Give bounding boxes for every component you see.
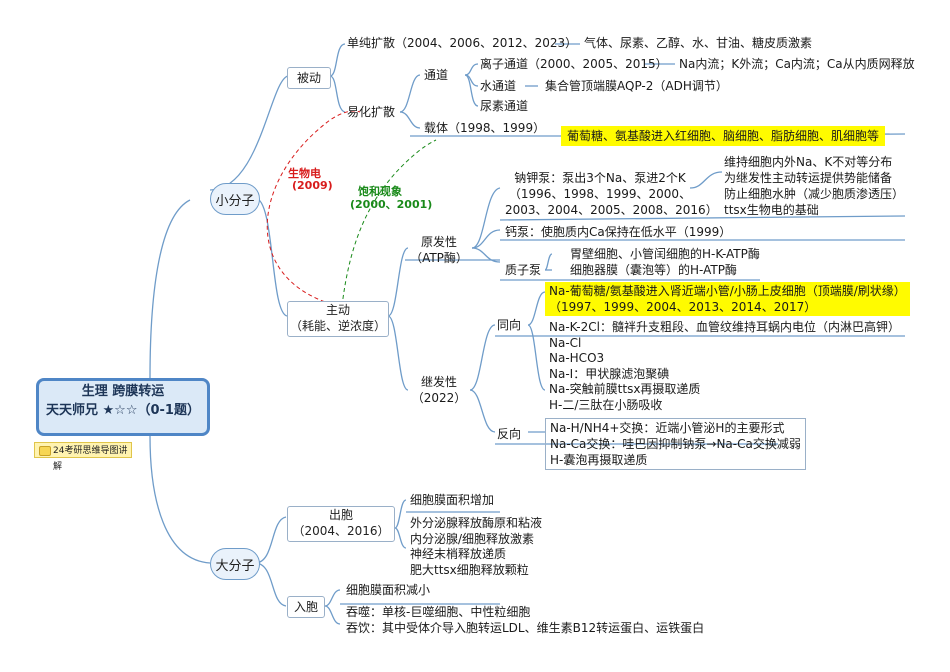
active-node: 主动 （耗能、逆浓度） <box>287 301 389 337</box>
endocytosis-item: 吞饮：其中受体介导入胞转运LDL、维生素B12转运蛋白、运铁蛋白 <box>346 621 705 635</box>
primary-label: 原发性 <box>420 235 457 249</box>
water-channel: 水通道 <box>480 79 517 93</box>
active-sublabel: （耗能、逆浓度） <box>289 319 386 333</box>
passive-node: 被动 <box>287 67 331 89</box>
small-molecule-node: 小分子 <box>210 183 260 215</box>
symport-item: Na-HCO3 <box>549 351 605 366</box>
symport-item: Na-Cl <box>549 335 582 350</box>
exocytosis-items: 外分泌腺释放酶原和粘液 内分泌腺/细胞释放激素 神经末梢释放递质 肥大ttsx细… <box>410 516 542 578</box>
saturation-annotation: 饱和现象 <box>358 185 402 198</box>
calcium-pump: 钙泵：使胞质内Ca保持在低水平（1999） <box>505 225 732 239</box>
large-molecule-node: 大分子 <box>210 548 260 580</box>
nak-effect: ttsx生物电的基础 <box>724 203 819 217</box>
symport-label: 同向 <box>497 318 522 332</box>
simple-diffusion: 单纯扩散（2004、2006、2012、2023） <box>347 36 578 50</box>
symport-item: Na-K-2Cl：髓袢升支粗段、血管纹维持耳蜗内电位（内淋巴高钾） <box>549 320 900 334</box>
antiport-item: Na-H/NH4+交换：近端小管泌H的主要形式 <box>550 421 785 435</box>
bioelectric-year: (2009) <box>292 179 333 192</box>
water-channel-items: 集合管顶端膜AQP-2（ADH调节） <box>545 79 728 93</box>
exocytosis-item: 神经末梢释放递质 <box>410 547 507 561</box>
exocytosis-item: 外分泌腺释放酶原和粘液 <box>410 516 543 530</box>
proton-pump-items: 胃壁细胞、小管闰细胞的H-K-ATP酶 细胞器膜（囊泡等）的H-ATP酶 <box>570 246 760 278</box>
symport-item: H-二/三肽在小肠吸收 <box>549 397 663 412</box>
nak-pump-line: （1996、1998、1999、2000、 <box>508 187 692 201</box>
exocytosis-years: （2004、2016） <box>292 524 390 538</box>
exocytosis-label: 出胞 <box>328 508 353 522</box>
antiport-item: Na-Ca交换：哇巴因抑制钠泵→Na-Ca交换减弱 <box>550 437 801 451</box>
carrier-label: 载体（1998、1999） <box>424 121 546 135</box>
endocytosis-node: 入胞 <box>287 596 325 618</box>
nak-effect: 为继发性主动转运提供势能储备 <box>724 171 893 185</box>
root-subtitle: 天天师兄 ★☆☆（0-1题） <box>46 403 200 418</box>
exocytosis-item: 肥大ttsx细胞释放颗粒 <box>410 562 529 577</box>
caption-tag: 24考研思维导图讲解 <box>34 442 132 472</box>
secondary-active: 继发性 （2022） <box>409 374 469 406</box>
symport-item: Na-I：甲状腺滤泡聚碘 <box>549 366 670 381</box>
nak-pump-line: 2003、2004、2005、2008、2016） <box>505 203 718 217</box>
ion-channel: 离子通道（2000、2005、2015） <box>480 57 668 71</box>
symport-highlight: Na-葡萄糖/氨基酸进入肾近端小管/小肠上皮细胞（顶端膜/刷状缘） （1997、… <box>545 282 910 316</box>
channel-label: 通道 <box>424 68 449 82</box>
ion-channel-items: Na内流；K外流；Ca内流；Ca从内质网释放 <box>679 57 915 71</box>
facilitated-diffusion: 易化扩散 <box>347 105 396 119</box>
antiport-label: 反向 <box>497 427 522 441</box>
secondary-sublabel: （2022） <box>411 391 467 405</box>
primary-active: 原发性 （ATP酶） <box>409 234 469 266</box>
antiport-item: H-囊泡再摄取递质 <box>550 453 648 467</box>
saturation-year: (2000、2001) <box>350 198 433 211</box>
antiport-items: Na-H/NH4+交换：近端小管泌H的主要形式 Na-Ca交换：哇巴因抑制钠泵→… <box>545 418 806 470</box>
proton-pump: 质子泵 <box>505 263 542 277</box>
symport-item: Na-突触前膜ttsx再摄取递质 <box>549 382 701 397</box>
symport-items: Na-K-2Cl：髓袢升支粗段、血管纹维持耳蜗内电位（内淋巴高钾） Na-Cl … <box>549 320 900 414</box>
exocytosis-node: 出胞 （2004、2016） <box>287 506 395 542</box>
endocytosis-title: 细胞膜面积减小 <box>346 583 431 597</box>
exocytosis-title: 细胞膜面积增加 <box>410 493 495 507</box>
active-label: 主动 <box>325 303 350 317</box>
note-icon <box>39 446 51 456</box>
symport-highlight-line: （1997、1999、2004、2013、2014、2017） <box>549 300 817 314</box>
secondary-label: 继发性 <box>420 375 457 389</box>
endocytosis-item: 吞噬：单核-巨噬细胞、中性粒细胞 <box>346 605 531 619</box>
exocytosis-item: 内分泌腺/细胞释放激素 <box>410 531 535 546</box>
nak-effects: 维持细胞内外Na、K不对等分布 为继发性主动转运提供势能储备 防止细胞水肿（减少… <box>724 154 904 218</box>
proton-item: 细胞器膜（囊泡等）的H-ATP酶 <box>570 263 737 277</box>
proton-item: 胃壁细胞、小管闰细胞的H-K-ATP酶 <box>570 247 760 261</box>
bioelectric-annotation: 生物电 <box>288 167 321 180</box>
urea-channel: 尿素通道 <box>480 99 529 113</box>
symport-highlight-line: Na-葡萄糖/氨基酸进入肾近端小管/小肠上皮细胞（顶端膜/刷状缘） <box>549 284 906 298</box>
caption-tag-text: 24考研思维导图讲解 <box>53 446 128 472</box>
nak-effect: 防止细胞水肿（减少胞质渗透压） <box>724 187 905 201</box>
nak-pump-line: 钠钾泵：泵出3个Na、泵进2个K <box>514 171 686 185</box>
carrier-items: 葡萄糖、氨基酸进入红细胞、脑细胞、脂肪细胞、肌细胞等 <box>561 126 886 146</box>
endocytosis-items: 吞噬：单核-巨噬细胞、中性粒细胞 吞饮：其中受体介导入胞转运LDL、维生素B12… <box>346 604 704 636</box>
simple-diffusion-items: 气体、尿素、乙醇、水、甘油、糖皮质激素 <box>584 36 813 50</box>
nak-effect: 维持细胞内外Na、K不对等分布 <box>724 155 893 169</box>
primary-sublabel: （ATP酶） <box>410 251 468 265</box>
root-node: 生理 跨膜转运 天天师兄 ★☆☆（0-1题） <box>36 378 210 436</box>
root-title: 生理 跨膜转运 <box>81 384 165 399</box>
nak-pump: 钠钾泵：泵出3个Na、泵进2个K （1996、1998、1999、2000、 2… <box>505 170 718 218</box>
